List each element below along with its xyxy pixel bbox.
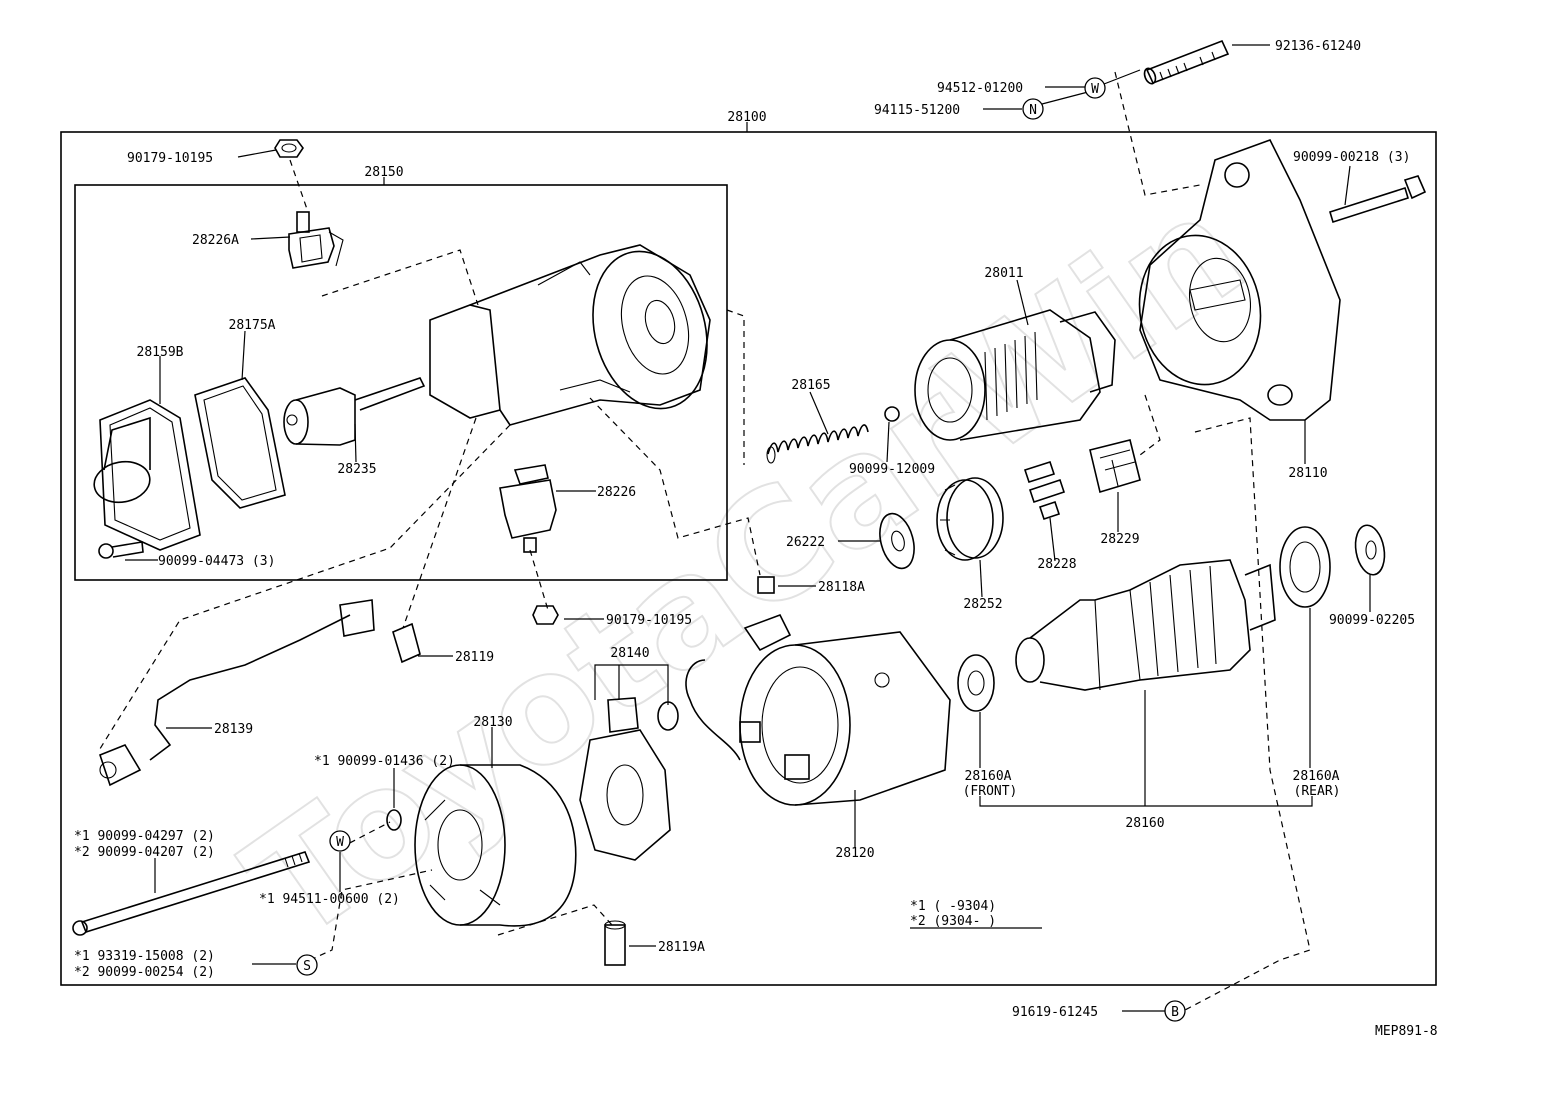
label-90099-04207: *2 90099-04207 (2) — [74, 845, 215, 860]
brush-28119-part — [392, 622, 421, 664]
marker-w-bottom-text: W — [336, 835, 344, 850]
label-28119a: 28119A — [658, 940, 705, 955]
marker-s-text: S — [303, 959, 311, 974]
label-93319-15008: *1 93319-15008 (2) — [74, 949, 215, 964]
label-28228: 28228 — [1037, 557, 1076, 572]
nut-top-part — [274, 139, 304, 158]
label-28118a: 28118A — [818, 580, 865, 595]
clutch-part — [914, 309, 1116, 441]
label-28139: 28139 — [214, 722, 253, 737]
gear-part — [936, 477, 1004, 561]
label-28160a-rear: 28160A — [1293, 769, 1340, 784]
marker-b: B — [1164, 1000, 1186, 1022]
marker-w-top-text: W — [1091, 82, 1099, 97]
label-front-note: (FRONT) — [963, 784, 1018, 799]
leader-lines — [125, 44, 1371, 1012]
marker-n-text: N — [1029, 103, 1037, 118]
drawing-id: MEP891-8 — [1375, 1024, 1438, 1039]
terminal-28226-part — [499, 464, 557, 553]
label-28140: 28140 — [610, 646, 649, 661]
label-28130: 28130 — [473, 715, 512, 730]
label-28159b: 28159B — [137, 345, 184, 360]
washer-part — [879, 512, 915, 570]
label-90099-01436: *1 90099-01436 (2) — [314, 754, 455, 769]
through-bolt-part — [72, 851, 311, 936]
label-90179-10195-top: 90179-10195 — [127, 151, 213, 166]
label-26222: 26222 — [786, 535, 825, 550]
label-28119: 28119 — [455, 650, 494, 665]
terminal-28226a-part — [288, 211, 344, 269]
watermark: ToyotaCarWin — [217, 162, 1274, 975]
armature-part — [1015, 559, 1276, 691]
label-94511-00600: *1 94511-00600 (2) — [259, 892, 400, 907]
bearing-rear-part — [1279, 524, 1386, 608]
label-94115-51200: 94115-51200 — [874, 103, 960, 118]
marker-n: N — [1022, 98, 1044, 120]
end-cover-part — [93, 399, 201, 551]
part-labels: 92136-61240 94512-01200 94115-51200 9009… — [74, 39, 1438, 1039]
marker-s: S — [296, 954, 318, 976]
marker-w-top: W — [1084, 77, 1106, 99]
label-91619-61245: 91619-61245 — [1012, 1005, 1098, 1020]
lead-wire-part — [99, 599, 375, 787]
label-92136-61240: 92136-61240 — [1275, 39, 1361, 54]
label-28226: 28226 — [597, 485, 636, 500]
spring-part — [766, 424, 869, 464]
assembly-frame — [60, 131, 1437, 986]
label-28120: 28120 — [835, 846, 874, 861]
note-line-2: *2 (9304- ) — [910, 914, 996, 929]
plunger-part — [283, 377, 426, 446]
label-28160: 28160 — [1125, 816, 1164, 831]
marker-w-bottom: W — [329, 830, 351, 852]
dashed-guides — [97, 71, 1311, 1011]
bolt-04473-part — [98, 541, 144, 559]
label-28165: 28165 — [791, 378, 830, 393]
note-line-1: *1 ( -9304) — [910, 899, 996, 914]
label-28226a: 28226A — [192, 233, 239, 248]
bolt-00218-part — [1329, 175, 1427, 224]
bearing-front-part — [957, 654, 995, 712]
label-90099-00254: *2 90099-00254 (2) — [74, 965, 215, 980]
label-90099-02205: 90099-02205 — [1329, 613, 1415, 628]
label-90099-12009: 90099-12009 — [849, 462, 935, 477]
label-28160a-front: 28160A — [965, 769, 1012, 784]
subassembly-label: 28150 — [364, 165, 403, 180]
spacer-part — [757, 576, 775, 594]
label-90179-10195-mid: 90179-10195 — [606, 613, 692, 628]
label-90099-04297: *1 90099-04297 (2) — [74, 829, 215, 844]
marker-b-text: B — [1171, 1005, 1179, 1020]
stud-bolt-part — [1143, 39, 1230, 85]
assembly-label: 28100 — [727, 110, 766, 125]
yoke-part — [685, 614, 951, 806]
label-28175a: 28175A — [229, 318, 276, 333]
rollers-part — [1023, 460, 1066, 521]
label-28235: 28235 — [337, 462, 376, 477]
housing-part — [1138, 139, 1341, 421]
brush-holder-part — [579, 697, 679, 861]
brush-28119a-part — [604, 920, 626, 966]
label-90099-04473: 90099-04473 (3) — [158, 554, 275, 569]
label-rear-note: (REAR) — [1294, 784, 1341, 799]
label-90099-00218: 90099-00218 (3) — [1293, 150, 1410, 165]
label-28110: 28110 — [1288, 466, 1327, 481]
label-28011: 28011 — [984, 266, 1023, 281]
subassembly-frame — [74, 184, 728, 581]
steel-ball-part — [884, 406, 900, 422]
end-frame-part — [414, 764, 577, 927]
gasket-part — [194, 377, 286, 509]
label-94512-01200: 94512-01200 — [937, 81, 1023, 96]
nut-mid-part — [532, 605, 559, 625]
label-28252: 28252 — [963, 597, 1002, 612]
label-28229: 28229 — [1100, 532, 1139, 547]
retainer-part — [1089, 439, 1141, 494]
small-washer-part — [386, 809, 402, 831]
solenoid-housing-part — [429, 244, 711, 426]
